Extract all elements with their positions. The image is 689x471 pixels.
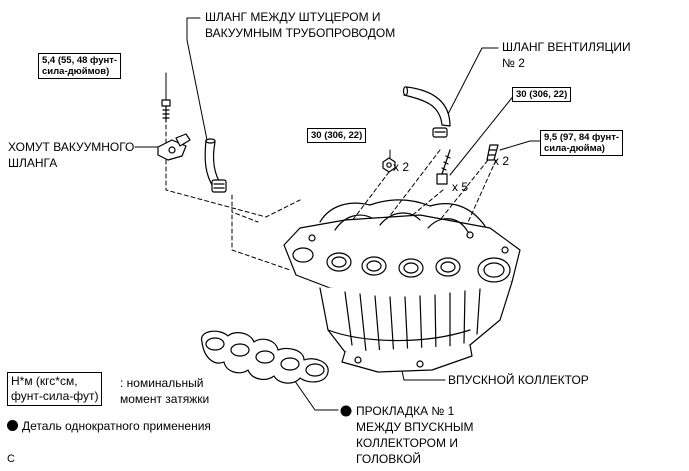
torque-box-clamp-bolt: 5,4 (55, 48 фунт- сила-дюймов) [38, 53, 122, 79]
vent-hose-label-1: ШЛАНГ ВЕНТИЛЯЦИИ [502, 40, 631, 54]
intake-manifold [283, 199, 521, 373]
clamp-label-1: ХОМУТ ВАКУУМНОГО [8, 140, 135, 154]
torque-clamp-bolt-line1: 5,4 (55, 48 фунт- [42, 55, 118, 66]
single-use-mark-gasket [340, 405, 352, 417]
studs [486, 144, 499, 161]
legend-unit-desc-2: момент затяжки [120, 392, 210, 406]
corner-mark: C [7, 453, 15, 465]
torque-bolts-value: 30 (306, 22) [516, 89, 568, 100]
legend-unit-line1: Н*м (кгс*см, [11, 374, 78, 388]
bolts [436, 149, 451, 185]
torque-nuts-value: 30 (306, 22) [311, 130, 363, 141]
torque-clamp-bolt-line2: сила-дюймов) [42, 66, 110, 77]
bolts-quantity: x 5 [452, 180, 469, 194]
ventilation-hose [402, 86, 451, 138]
hose-fitting-label-1: ШЛАНГ МЕЖДУ ШТУЦЕРОМ И [205, 10, 381, 24]
hose-fitting-label-2: ВАКУУМНЫМ ТРУБОПРОВОДОМ [205, 26, 396, 40]
nuts [382, 157, 396, 173]
intake-manifold-label: ВПУСКНОЙ КОЛЛЕКТОР [448, 373, 589, 387]
vacuum-hose-clamp [157, 133, 191, 161]
legend-single-use-text: Деталь однократного применения [22, 419, 211, 433]
gasket-label-1: ПРОКЛАДКА № 1 [356, 404, 455, 418]
legend-torque-unit-box: Н*м (кгс*см, фунт-сила-фут) [7, 372, 103, 406]
nuts-quantity: x 2 [393, 160, 410, 174]
gasket-label-4: ГОЛОВКОЙ [356, 452, 422, 466]
single-use-dot-icon [7, 420, 18, 431]
torque-box-bolts: 30 (306, 22) [512, 87, 572, 102]
legend-unit-line2: фунт-сила-фут) [11, 389, 99, 403]
torque-studs-line1: 9,5 (97, 84 фунт- [544, 132, 620, 143]
vacuum-hose [204, 138, 227, 193]
vent-hose-label-2: № 2 [502, 56, 525, 70]
studs-quantity: x 2 [493, 154, 510, 168]
legend-single-use: Деталь однократного применения [7, 419, 211, 434]
clamp-label-2: ШЛАНГА [8, 156, 58, 170]
intake-manifold-gasket [201, 330, 329, 384]
gasket-label-2: МЕЖДУ ВПУСКНЫМ [356, 420, 474, 434]
torque-studs-line2: сила-дюйма) [544, 143, 605, 154]
torque-box-studs: 9,5 (97, 84 фунт- сила-дюйма) [540, 130, 624, 156]
gasket-label-3: КОЛЛЕКТОРОМ И [356, 436, 458, 450]
clamp-bolt [161, 99, 171, 123]
legend-unit-desc-1: : номинальный [120, 376, 204, 390]
torque-box-nuts: 30 (306, 22) [307, 128, 367, 143]
